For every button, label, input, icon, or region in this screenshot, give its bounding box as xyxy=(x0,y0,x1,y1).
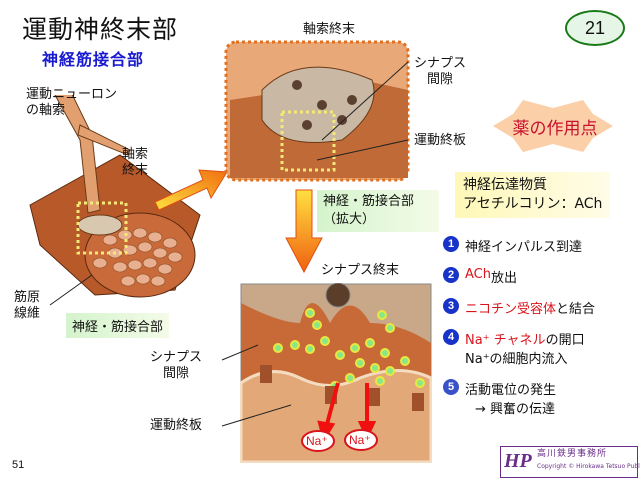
leader-lines-bottom xyxy=(221,344,292,427)
zoom-highlight-box xyxy=(76,201,128,255)
step-number-1: 1 xyxy=(443,236,459,252)
label-motor-endplate-bottom: 運動終板 xyxy=(150,418,203,433)
step-2: 2 ACh 放出 xyxy=(443,267,595,286)
step-highlight: Na⁺ チャネル xyxy=(465,333,546,348)
logo-text: 高川鉄男事務所 xyxy=(537,449,608,459)
step-text: 神経インパルス到達 xyxy=(465,240,583,255)
step-number-3: 3 xyxy=(443,298,459,314)
leader-line xyxy=(49,274,93,306)
label-axon-terminal-top: 軸索終末 xyxy=(303,22,356,37)
step-number-2: 2 xyxy=(443,267,459,283)
step-highlight: ニコチン受容体 xyxy=(465,302,557,317)
step-4: 4 Na⁺ チャネルの開口 Na⁺の細胞内流入 xyxy=(443,329,595,367)
caption-neuromuscular-junction: 神経・筋接合部 xyxy=(66,313,170,338)
label-axon: 運動ニューロン の軸索 xyxy=(26,87,118,118)
step-number-4: 4 xyxy=(443,329,459,345)
drug-site-label: 薬の作用点 xyxy=(512,119,598,139)
leader-line-endplate xyxy=(316,139,409,161)
logo-mark: HP xyxy=(504,450,532,472)
neurotransmitter-name: アセチルコリン：ACh xyxy=(463,196,603,212)
page-title: 運動神終末部 xyxy=(22,15,179,44)
label-myofibril: 筋原 線維 xyxy=(14,290,41,321)
mechanism-steps-list: 1 神経インパルス到達 2 ACh 放出 3 ニコチン受容体と結合 4 Na⁺ … xyxy=(443,236,595,429)
muscle-fiber-cross-section xyxy=(84,212,196,298)
step-number-5: 5 xyxy=(443,379,459,395)
label-synaptic-cleft-top: シナプス 間隙 xyxy=(414,56,467,87)
zoom-highlight-box-2 xyxy=(280,110,336,172)
synaptic-vesicles xyxy=(292,80,357,130)
axon-branch xyxy=(77,124,131,156)
step-text: の開口 xyxy=(545,333,585,348)
step-text: 活動電位の発生 xyxy=(465,383,557,398)
muscle-fiber-illustration xyxy=(29,95,201,298)
slide-number-badge: 21 xyxy=(565,10,625,46)
arrow-down-icon xyxy=(285,189,323,274)
sodium-ion-bubble-1 xyxy=(301,430,335,452)
logo-copyright: Copyright © Hirokawa Tetsuo Publishing I… xyxy=(537,463,640,470)
enlarged-terminal-illustration xyxy=(224,40,410,182)
nicotinic-receptors xyxy=(260,365,424,411)
axon-terminal xyxy=(77,214,123,236)
arrow-right-icon xyxy=(154,169,228,211)
axon xyxy=(54,95,101,214)
postsynaptic-fold xyxy=(240,369,432,463)
sodium-ion-label-1: Na⁺ xyxy=(306,434,328,448)
step-text-line2: Na⁺の細胞内流入 xyxy=(465,352,568,367)
label-synaptic-terminal: シナプス終末 xyxy=(321,263,400,278)
synapse-detail-illustration xyxy=(240,283,432,463)
page-number: 51 xyxy=(12,459,25,471)
label-axon-terminal: 軸索 終末 xyxy=(122,147,149,178)
sodium-ion-bubble-2 xyxy=(344,429,378,451)
sodium-ion-label-2: Na⁺ xyxy=(349,433,371,447)
leader-line-cleft xyxy=(321,61,409,141)
neurotransmitter-title: 神経伝達物質 xyxy=(463,177,547,193)
page-subtitle: 神経筋接合部 xyxy=(42,50,145,69)
label-motor-endplate-top: 運動終板 xyxy=(414,133,467,148)
label-synaptic-cleft-bottom: シナプス 間隙 xyxy=(150,350,203,381)
step-5: 5 活動電位の発生 → 興奮の伝達 xyxy=(443,379,595,417)
step-text-line2: → 興奮の伝達 xyxy=(475,402,556,417)
neurotransmitter-box: 神経伝達物質 アセチルコリン：ACh xyxy=(455,172,611,218)
step-text: と結合 xyxy=(556,302,596,317)
caption-enlarged: 神経・筋接合部 （拡大） xyxy=(317,190,439,232)
step-highlight: ACh xyxy=(465,267,491,282)
step-1: 1 神経インパルス到達 xyxy=(443,236,595,255)
step-3: 3 ニコチン受容体と結合 xyxy=(443,298,595,317)
step-text: 放出 xyxy=(490,271,517,286)
publisher-logo: HP 高川鉄男事務所 Copyright © Hirokawa Tetsuo P… xyxy=(500,446,640,478)
vesicle-fusing xyxy=(325,283,351,308)
drug-site-star-shape xyxy=(493,100,613,152)
